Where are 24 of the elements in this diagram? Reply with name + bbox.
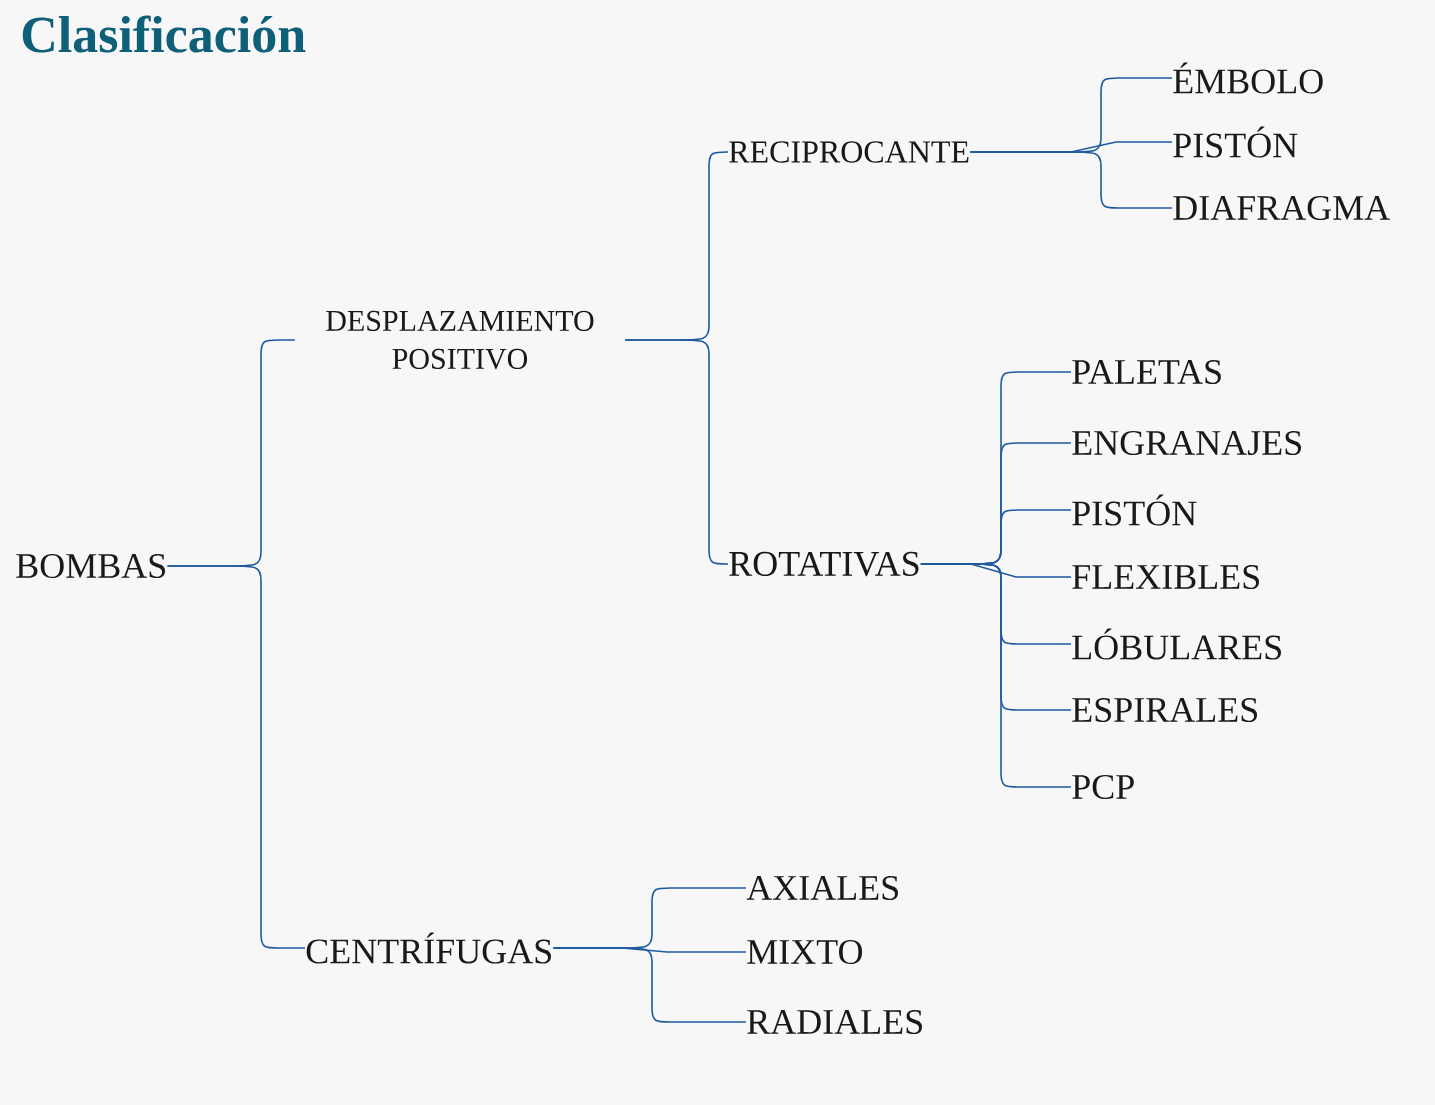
category-label: ROTATIVAS bbox=[729, 551, 919, 577]
brace-connector bbox=[166, 565, 306, 949]
item-label: PALETAS bbox=[1072, 359, 1221, 385]
brace-connector bbox=[969, 151, 1173, 209]
item-label: AXIALES bbox=[746, 875, 898, 901]
brace-connector bbox=[552, 947, 747, 1023]
category-label: CENTRÍFUGAS bbox=[306, 932, 551, 964]
category-label: DESPLAZAMIENTO POSITIVO bbox=[326, 310, 594, 370]
brace-connector bbox=[624, 339, 729, 565]
item-label: FLEXIBLES bbox=[1072, 564, 1259, 590]
item-label: PCP bbox=[1072, 774, 1134, 800]
item-label: ENGRANAJES bbox=[1072, 430, 1301, 456]
brace-connector bbox=[920, 563, 1072, 788]
title: Clasificación bbox=[22, 15, 306, 53]
item-label: PISTÓN bbox=[1173, 126, 1298, 158]
item-label: ÉMBOLO bbox=[1173, 62, 1323, 94]
category-label: BOMBAS bbox=[16, 553, 165, 579]
item-label: PISTÓN bbox=[1072, 494, 1197, 526]
item-label: MIXTO bbox=[747, 939, 863, 965]
item-label: RADIALES bbox=[747, 1009, 922, 1035]
item-label: DIAFRAGMA bbox=[1173, 195, 1390, 221]
category-label: RECIPROCANTE bbox=[729, 141, 969, 163]
item-label: LÓBULARES bbox=[1072, 628, 1281, 660]
item-label: ESPIRALES bbox=[1072, 697, 1257, 723]
